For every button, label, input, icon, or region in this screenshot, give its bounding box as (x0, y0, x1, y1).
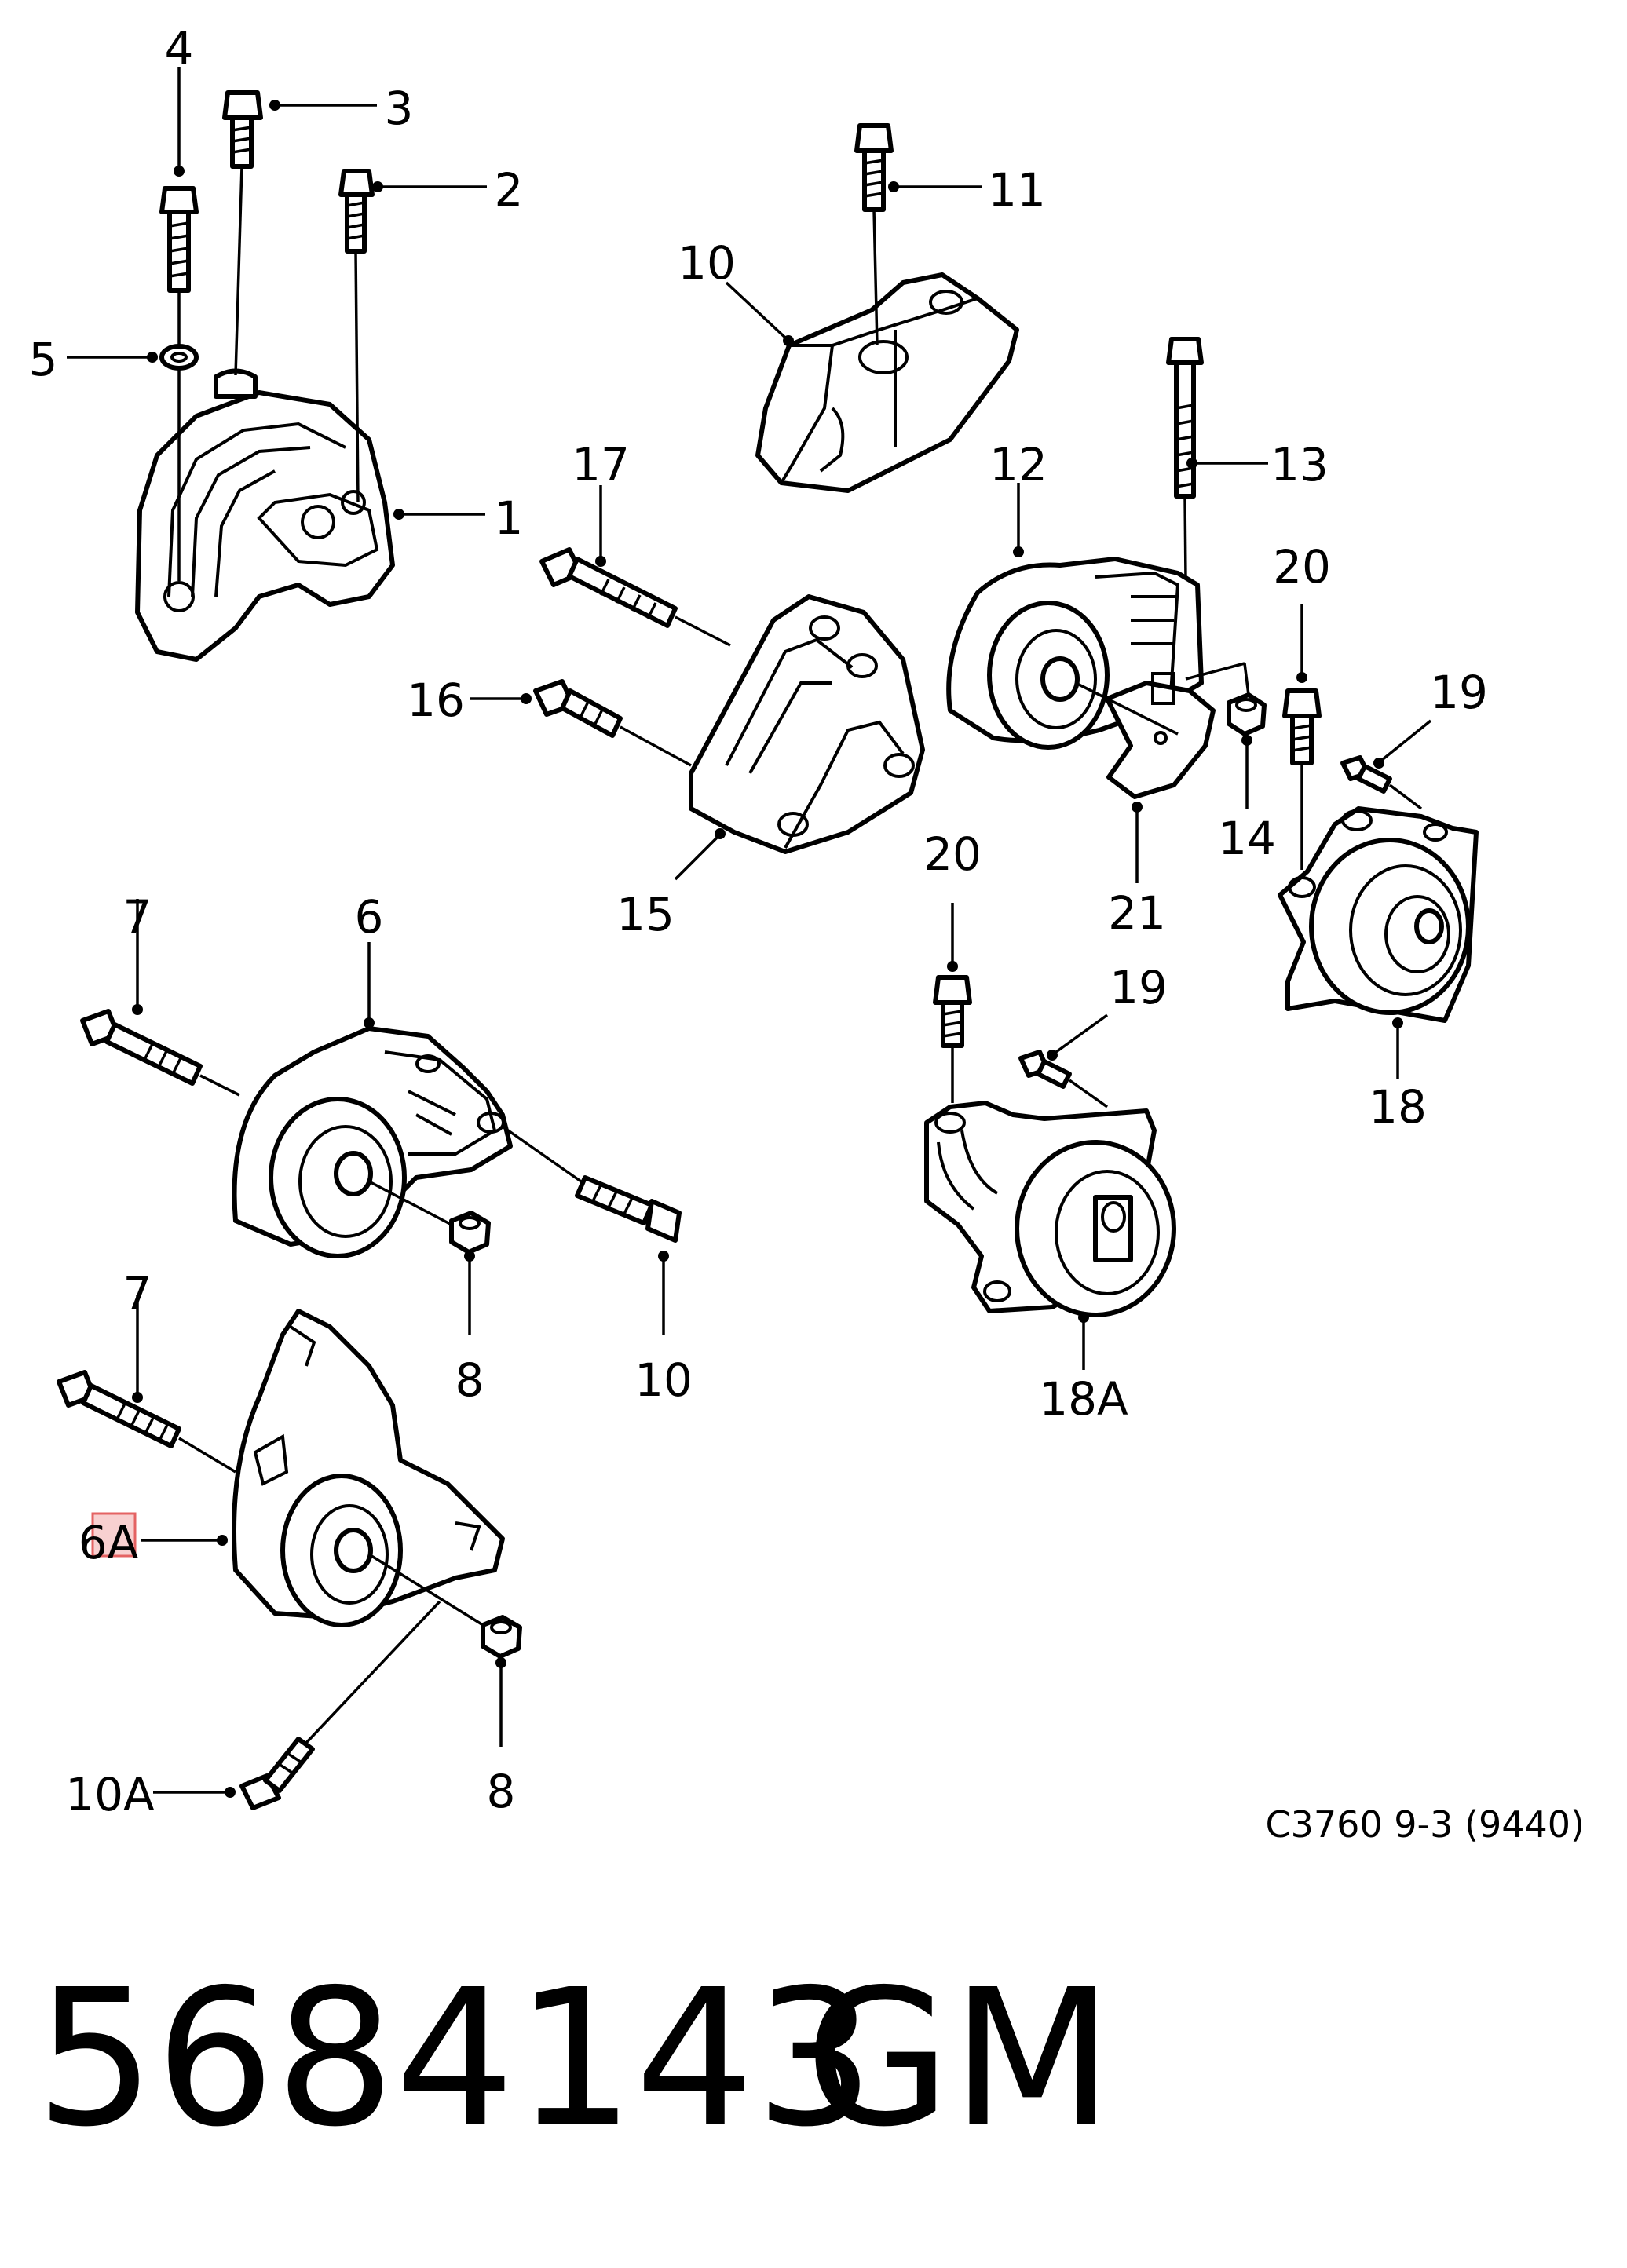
callout-16: 16 (407, 674, 465, 727)
brand-name: GM (805, 1948, 1113, 2168)
bracket-part-15 (689, 594, 925, 854)
callout-6a: 6A (79, 1516, 139, 1569)
bolt-part-10-middle (575, 1175, 682, 1243)
bolt-part-20-right (1282, 688, 1322, 765)
callout-19-middle: 19 (1110, 961, 1168, 1014)
callout-10a: 10A (65, 1768, 155, 1821)
callout-15: 15 (616, 888, 675, 941)
callout-4: 4 (165, 22, 194, 75)
washer-part-5 (159, 344, 199, 371)
callout-20-right: 20 (1273, 540, 1331, 593)
callout-8-upper: 8 (455, 1353, 484, 1407)
nut-part-8-lower (481, 1615, 522, 1659)
bolt-part-13 (1166, 337, 1204, 499)
callout-10-top: 10 (678, 236, 736, 290)
callout-2: 2 (495, 163, 524, 217)
callout-7-lower: 7 (123, 1267, 152, 1320)
bolt-part-17 (539, 547, 678, 628)
bolt-part-2 (338, 169, 375, 254)
mount-part-18 (1278, 806, 1479, 1023)
nut-part-8-upper (449, 1211, 491, 1255)
bolt-part-16 (533, 679, 623, 738)
callout-1: 1 (495, 491, 524, 545)
callout-21: 21 (1108, 886, 1166, 940)
highlight-box (91, 1512, 137, 1558)
callout-6: 6 (355, 890, 384, 944)
callout-5: 5 (29, 333, 58, 386)
callout-7-upper: 7 (123, 890, 152, 944)
part-number: 5684143 (35, 1948, 875, 2168)
callout-14: 14 (1218, 812, 1276, 865)
callout-3: 3 (385, 82, 414, 135)
callout-10-middle: 10 (634, 1353, 693, 1407)
callout-8-lower: 8 (487, 1765, 516, 1818)
callout-11: 11 (988, 163, 1046, 217)
bolt-part-3 (222, 90, 263, 169)
mount-part-6a (232, 1309, 505, 1627)
bracket-part-21 (1105, 672, 1216, 799)
mount-part-6 (232, 1026, 513, 1258)
callout-13: 13 (1271, 438, 1329, 491)
bracket-part-10-top (755, 272, 1019, 493)
bolt-part-11 (854, 123, 894, 212)
bolt-part-4 (159, 186, 199, 293)
mount-part-18a (924, 1101, 1176, 1317)
engine-mount-part-1 (135, 368, 395, 662)
bolt-part-7-lower (57, 1370, 181, 1448)
screw-part-19-right (1340, 755, 1392, 794)
callout-12: 12 (989, 438, 1047, 491)
callout-19-right: 19 (1430, 666, 1488, 719)
callout-17: 17 (572, 438, 630, 491)
nut-part-14 (1227, 692, 1267, 736)
bolt-part-10a (239, 1737, 315, 1810)
screw-part-19-middle (1018, 1050, 1072, 1089)
callout-18a: 18A (1039, 1372, 1128, 1426)
bolt-part-7-upper (80, 1009, 203, 1086)
diagram-reference-code: C3760 9-3 (9440) (1265, 1803, 1585, 1846)
callout-18: 18 (1369, 1080, 1427, 1134)
bolt-part-20-middle (933, 975, 972, 1048)
callout-20-middle: 20 (923, 827, 982, 881)
